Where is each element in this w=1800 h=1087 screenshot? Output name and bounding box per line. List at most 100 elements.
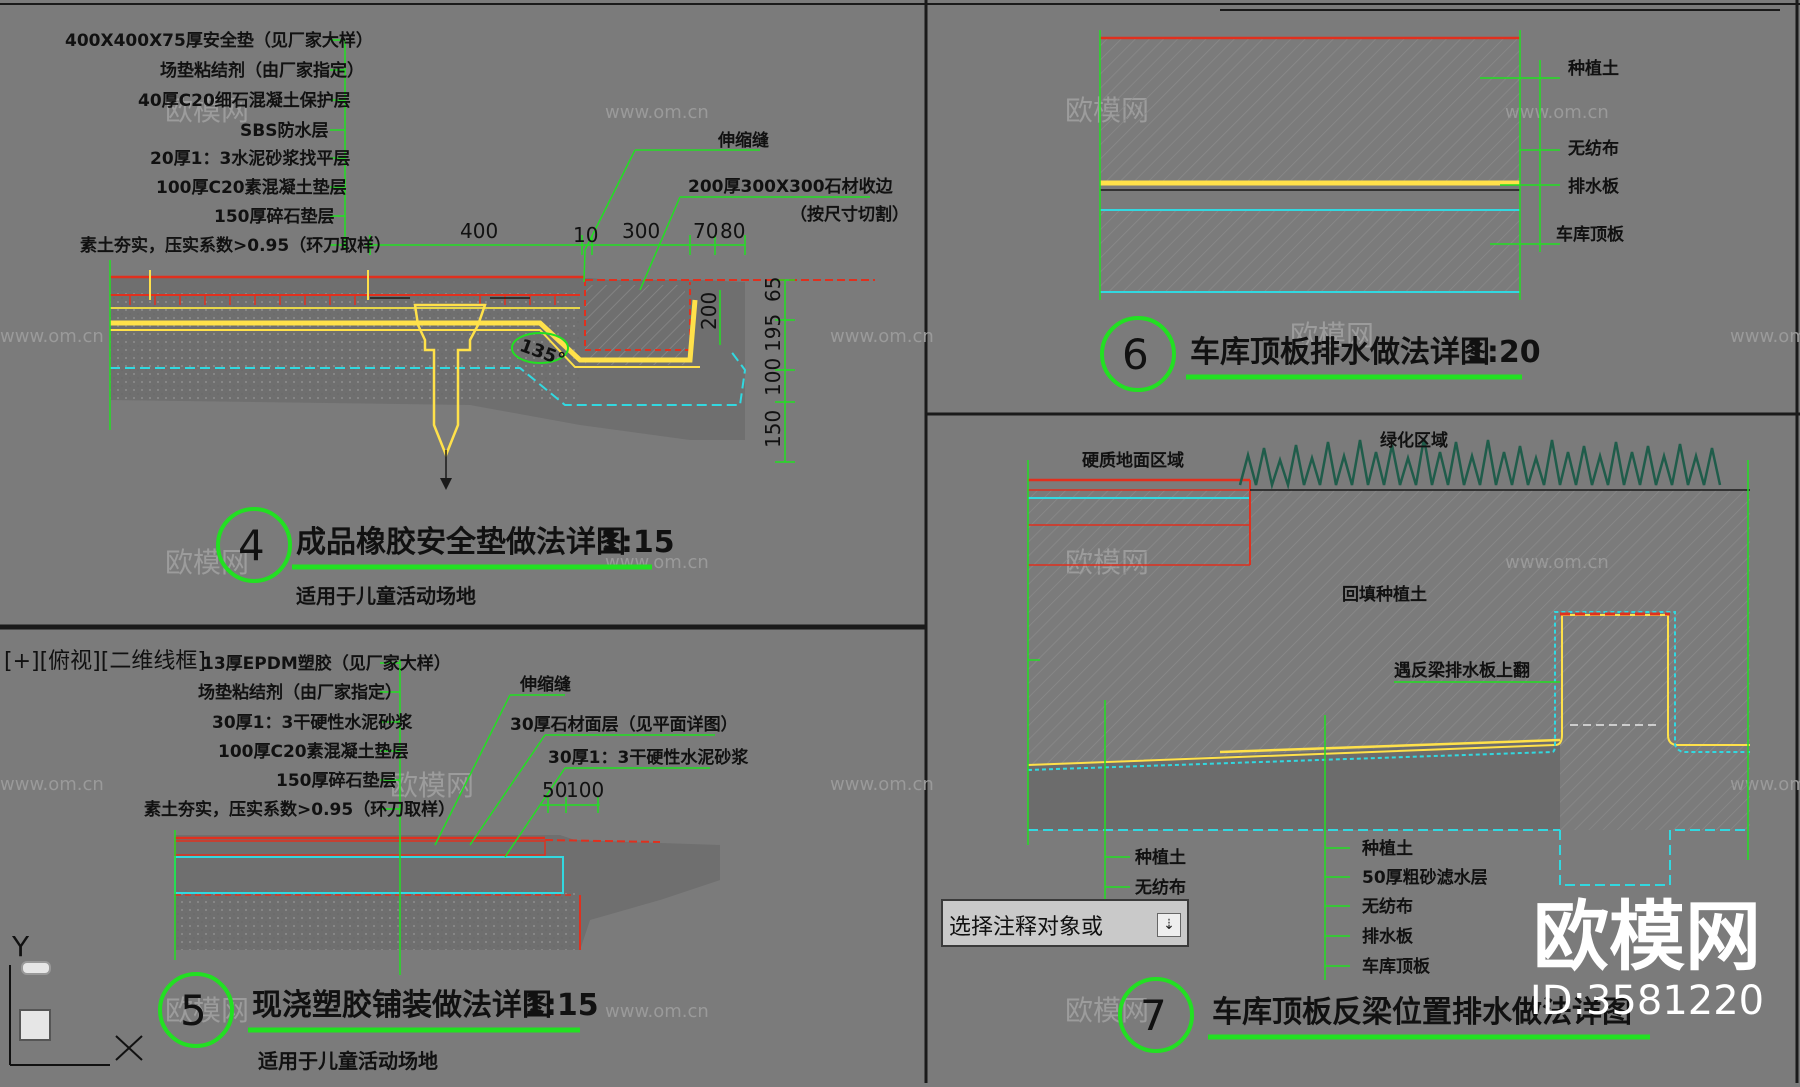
svg-text:车库顶板排水做法详图: 车库顶板排水做法详图: [1190, 335, 1490, 370]
detail-4-leader: [109, 39, 870, 463]
svg-text:适用于儿童活动场地: 适用于儿童活动场地: [258, 1049, 438, 1073]
svg-text:300: 300: [622, 219, 660, 243]
detail-4[interactable]: 135° 400X400X75厚安全垫（见厂家大样） 场垫粘结剂（由厂家指定）: [65, 30, 909, 608]
callout-joint: 伸缩缝: [717, 130, 769, 151]
brand-watermark: 欧模网 ID:3581220: [1512, 892, 1782, 1025]
svg-text:www.om.cn: www.om.cn: [1505, 102, 1609, 123]
layer-label: 排水板: [1568, 176, 1620, 197]
viewport-label[interactable]: [+][俯视][二维线框]: [4, 649, 206, 674]
svg-text:1:15: 1:15: [600, 525, 675, 560]
ucs-icon: [9, 961, 143, 1066]
brand-name: 欧模网: [1533, 892, 1761, 981]
brand-id: ID:3581220: [1529, 978, 1765, 1024]
ucs-y-label: Y: [11, 930, 30, 963]
svg-text:欧模网: 欧模网: [1065, 994, 1149, 1027]
svg-text:现浇塑胶铺装做法详图: 现浇塑胶铺装做法详图: [252, 988, 552, 1023]
grass-planting: [1238, 437, 1722, 490]
detail-7[interactable]: 硬质地面区域 绿化区域 回填种植土 遇反梁排水板上翻 种植土 无纺布 种植土 5…: [1027, 430, 1750, 1053]
layer-label: 30厚1：3干硬性水泥砂浆: [212, 712, 413, 733]
detail-6-leader: [1480, 60, 1560, 252]
layer-label: 无纺布: [1567, 138, 1619, 159]
callout-stone-note: （按尺寸切割）: [790, 204, 909, 225]
layer-label: 排水板: [1362, 926, 1414, 947]
dropdown-arrow-icon[interactable]: ⇣: [1157, 913, 1181, 937]
layer-label: 50厚粗砂滤水层: [1362, 867, 1488, 888]
svg-text:100: 100: [761, 358, 785, 396]
svg-text:80: 80: [720, 219, 745, 243]
layer-label: 13厚EPDM塑胶（见厂家大样）: [202, 653, 451, 674]
detail-7-annotations: 硬质地面区域 绿化区域 回填种植土 遇反梁排水板上翻 种植土 无纺布 种植土 5…: [1082, 430, 1530, 977]
layer-label: SBS防水层: [240, 120, 328, 141]
svg-text:200: 200: [697, 292, 721, 330]
svg-text:www.om.cn: www.om.cn: [830, 774, 934, 795]
layer-label: 场垫粘结剂（由厂家指定）: [160, 60, 364, 81]
layer-label: 车库顶板: [1556, 224, 1625, 245]
detail-7-leader: [1104, 681, 1560, 980]
detail-4-dimensions: 400 10 300 70 80 65 195 100 150 200: [460, 219, 785, 448]
detail-number-circle: [158, 972, 234, 1048]
svg-text:欧模网: 欧模网: [165, 546, 249, 579]
layer-label: 场垫粘结剂（由厂家指定）: [198, 682, 402, 703]
label-beam: 遇反梁排水板上翻: [1394, 660, 1530, 681]
detail-4-annotations: 400X400X75厚安全垫（见厂家大样） 场垫粘结剂（由厂家指定） 40厚C2…: [65, 30, 909, 256]
detail-4-section: [110, 270, 875, 490]
callout-joint: 伸缩缝: [519, 674, 571, 695]
svg-text:1:20: 1:20: [1466, 335, 1541, 370]
detail-5-annotations: 13厚EPDM塑胶（见厂家大样） 场垫粘结剂（由厂家指定） 30厚1：3干硬性水…: [144, 653, 749, 820]
svg-text:欧模网: 欧模网: [165, 94, 249, 127]
layer-label: 无纺布: [1134, 877, 1186, 898]
layer-label: 种植土: [1567, 58, 1619, 79]
svg-text:适用于儿童活动场地: 适用于儿童活动场地: [296, 584, 476, 608]
svg-text:www.om.cn: www.om.cn: [1730, 326, 1800, 347]
svg-text:65: 65: [761, 277, 785, 302]
svg-text:www.om.cn: www.om.cn: [0, 774, 104, 795]
svg-text:50: 50: [542, 778, 567, 802]
svg-text:6: 6: [1122, 330, 1149, 379]
layer-label: 种植土: [1361, 838, 1413, 859]
layer-label: 100厚C20素混凝土垫层: [218, 741, 409, 762]
detail-number-circle: [216, 507, 292, 583]
layer-label: 100厚C20素混凝土垫层: [156, 177, 347, 198]
label-green: 绿化区域: [1380, 430, 1448, 451]
layer-label: 20厚1：3水泥砂浆找平层: [150, 148, 350, 169]
detail-7-section: [1027, 437, 1750, 886]
layer-label: 种植土: [1134, 847, 1186, 868]
svg-text:车库顶板反梁位置排水做法详图: 车库顶板反梁位置排水做法详图: [1212, 995, 1632, 1030]
detail-number-circle: [1100, 316, 1176, 392]
detail-5-leader: [174, 660, 715, 975]
label-paving: 硬质地面区域: [1082, 450, 1184, 471]
layer-label: 素土夯实，压实系数>0.95（环刀取样）: [80, 235, 391, 256]
detail-4-title: 4 成品橡胶安全垫做法详图 1:15 适用于儿童活动场地: [216, 507, 675, 608]
detail-6-title: 6 车库顶板排水做法详图 1:20: [1100, 316, 1541, 392]
layer-label: 40厚C20细石混凝土保护层: [138, 90, 351, 111]
svg-text:www.om.cn: www.om.cn: [605, 102, 709, 123]
svg-text:www.om.cn: www.om.cn: [605, 1001, 709, 1022]
command-prompt-text: 选择注释对象或: [949, 915, 1104, 940]
svg-text:400: 400: [460, 219, 498, 243]
detail-5-section: [174, 835, 720, 950]
svg-text:www.om.cn: www.om.cn: [830, 326, 934, 347]
layer-label: 无纺布: [1361, 896, 1413, 917]
svg-text:欧模网: 欧模网: [1290, 319, 1374, 352]
svg-text:100: 100: [566, 778, 604, 802]
layer-label: 150厚碎石垫层: [276, 770, 397, 791]
svg-text:成品橡胶安全垫做法详图: 成品橡胶安全垫做法详图: [296, 525, 626, 560]
detail-5[interactable]: 13厚EPDM塑胶（见厂家大样） 场垫粘结剂（由厂家指定） 30厚1：3干硬性水…: [144, 653, 749, 1073]
detail-6-annotations: 种植土 无纺布 排水板 车库顶板: [1556, 58, 1625, 245]
detail-6-section: [1099, 30, 1521, 300]
command-prompt[interactable]: 选择注释对象或 ⇣: [941, 899, 1189, 947]
svg-text:欧模网: 欧模网: [390, 769, 474, 802]
detail-6[interactable]: 种植土 无纺布 排水板 车库顶板 6 车库顶板排水做法详图 1:20: [1099, 30, 1625, 392]
layer-label: 车库顶板: [1362, 956, 1431, 977]
detail-5-title: 5 现浇塑胶铺装做法详图 1:15 适用于儿童活动场地: [158, 972, 599, 1073]
svg-text:1:15: 1:15: [524, 988, 599, 1023]
callout-stone: 200厚300X300石材收边: [688, 176, 894, 197]
detail-7-title: 7 车库顶板反梁位置排水做法详图: [1118, 977, 1650, 1053]
svg-text:70: 70: [693, 219, 718, 243]
svg-text:www.om.cn: www.om.cn: [0, 326, 104, 347]
svg-text:195: 195: [761, 314, 785, 352]
svg-text:150: 150: [761, 410, 785, 448]
